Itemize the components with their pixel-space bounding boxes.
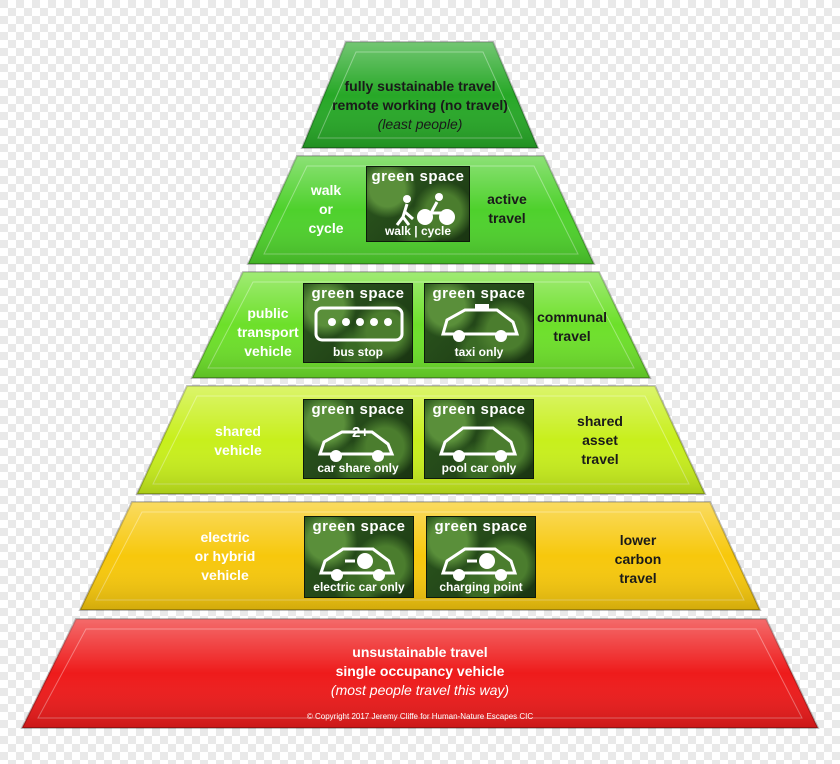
- tier-4-right-label: shared asset travel: [562, 412, 638, 469]
- walk-cycle-label: walk | cycle: [384, 224, 452, 238]
- tier-4-right-line: travel: [581, 451, 619, 467]
- tier-6-line2: single occupancy vehicle: [335, 663, 505, 679]
- tier-2-left-line: cycle: [308, 220, 344, 236]
- tier-2-left-line: walk: [310, 182, 342, 198]
- pyramid-tier-shine-t6: [22, 619, 818, 728]
- sign-brand: green space: [432, 401, 526, 418]
- walk-cycle-sign: green space walk | cycle: [366, 166, 470, 242]
- tier-3-right-line: communal: [536, 309, 607, 325]
- sign-brand: green space: [371, 168, 465, 185]
- tier-6-line1: unsustainable travel: [352, 644, 488, 660]
- tier-4-left-label: shared vehicle: [200, 422, 276, 460]
- tier-4-right-line: shared: [577, 413, 623, 429]
- tier-4-right-line: asset: [582, 432, 618, 448]
- tier-5-right-line: lower: [619, 532, 657, 548]
- tier-5-left-line: vehicle: [201, 567, 249, 583]
- taxi-label: taxi only: [454, 345, 504, 359]
- sign-brand: green space: [311, 401, 405, 418]
- sign-brand: green space: [311, 285, 405, 302]
- bus-stop-label: bus stop: [333, 345, 383, 359]
- tier-2-left-label: walk or cycle: [296, 181, 356, 238]
- tier-6-text: unsustainable travel single occupancy ve…: [270, 643, 570, 700]
- car-share-label: car share only: [317, 461, 399, 475]
- electric-car-icon: [318, 547, 396, 581]
- pyramid-tier-shine-t4: [137, 386, 705, 494]
- tier-3-left-line: vehicle: [244, 343, 292, 359]
- sign-brand: green space: [312, 518, 406, 535]
- car-share-icon: [317, 430, 395, 462]
- tier-6-line3: (most people travel this way): [330, 682, 510, 698]
- tier-3-left-label: public transport vehicle: [228, 304, 308, 361]
- bus-icon: [314, 306, 404, 342]
- charging-point-label: charging point: [439, 580, 523, 594]
- tier-2-right-label: active travel: [476, 190, 538, 228]
- copyright-notice: © Copyright 2017 Jeremy Cliffe for Human…: [306, 712, 534, 721]
- sign-brand: green space: [432, 285, 526, 302]
- car-icon: [438, 426, 518, 462]
- walker-cyclist-icon: [395, 193, 455, 226]
- electric-car-label: electric car only: [313, 580, 405, 594]
- car-share-badge: 2+: [352, 424, 370, 441]
- tier-5-right-line: travel: [619, 570, 657, 586]
- tier-1-line3: (least people): [377, 116, 463, 132]
- pyramid-tier-shine-t5: [80, 502, 760, 610]
- taxi-sign: green space taxi only: [424, 283, 534, 363]
- tier-5-right-line: carbon: [614, 551, 662, 567]
- electric-car-sign: green space electric car only: [304, 516, 414, 598]
- charging-point-sign: green space charging point: [426, 516, 536, 598]
- tier-3-left-line: transport: [237, 324, 299, 340]
- tier-5-right-label: lower carbon travel: [600, 531, 676, 588]
- pyramid-tier-shine-t1: [302, 42, 538, 148]
- tier-5-left-label: electric or hybrid vehicle: [186, 528, 264, 585]
- pool-car-label: pool car only: [441, 461, 517, 475]
- pool-car-sign: green space pool car only: [424, 399, 534, 479]
- tier-3-left-line: public: [247, 305, 289, 321]
- tier-2-left-line: or: [319, 201, 333, 217]
- tier-1-line1: fully sustainable travel: [344, 78, 496, 94]
- tier-1-text: fully sustainable travel remote working …: [320, 77, 520, 134]
- tier-4-left-line: shared: [215, 423, 261, 439]
- tier-2-right-line: travel: [488, 210, 526, 226]
- tier-1-line2: remote working (no travel): [332, 97, 508, 113]
- tier-5-left-line: electric: [200, 529, 250, 545]
- tier-3-right-line: travel: [553, 328, 591, 344]
- sign-brand: green space: [434, 518, 528, 535]
- bus-stop-sign: green space bus stop: [303, 283, 413, 363]
- tier-2-right-line: active: [487, 191, 527, 207]
- tier-5-left-line: or hybrid: [194, 548, 256, 564]
- car-share-sign: green space 2+ car share only: [303, 399, 413, 479]
- taxi-icon: [441, 304, 520, 342]
- charging-point-icon: [440, 547, 518, 581]
- tier-4-left-line: vehicle: [214, 442, 262, 458]
- tier-3-right-label: communal travel: [530, 308, 614, 346]
